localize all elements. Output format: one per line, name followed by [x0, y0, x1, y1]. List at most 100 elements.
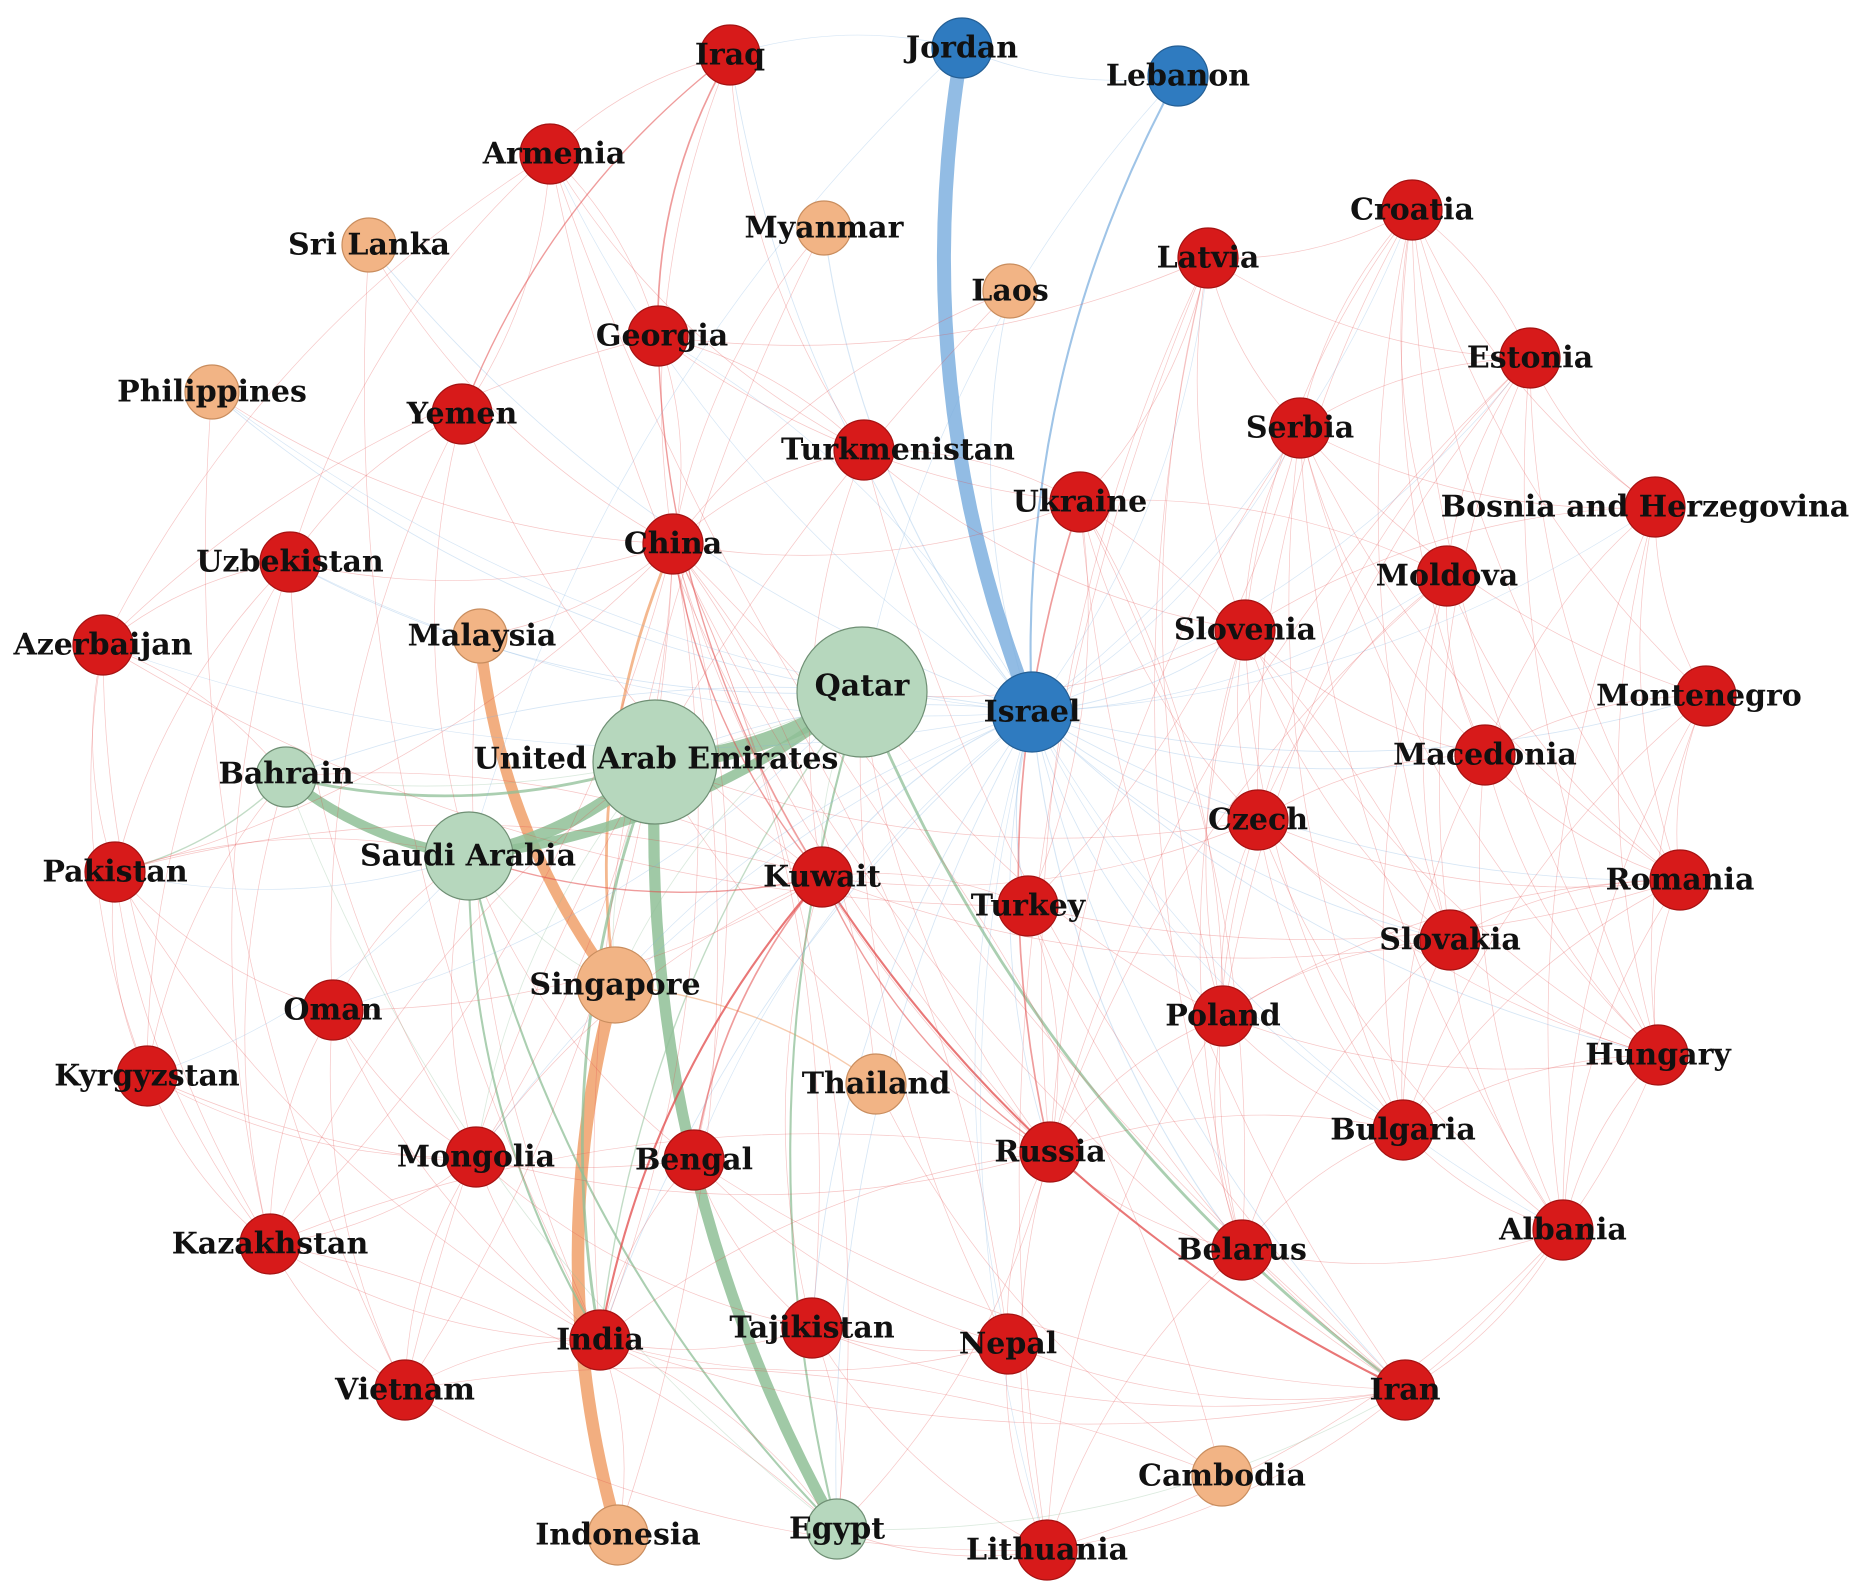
edge-oman-vietnam — [329, 1009, 406, 1391]
edge-estonia-poland — [1222, 357, 1531, 1017]
node-laos[interactable] — [982, 263, 1038, 319]
label-tajikistan: Tajikistan — [729, 1311, 895, 1346]
node-iran[interactable] — [1374, 1359, 1436, 1421]
node-uzbekistan[interactable] — [259, 531, 321, 593]
edge-mongolia-russia — [475, 1151, 1051, 1196]
edge-oman-qatar — [332, 691, 863, 1011]
edge-pakistan-china — [114, 543, 674, 873]
node-india[interactable] — [569, 1309, 631, 1371]
edge-indonesia-china — [617, 543, 718, 1536]
node-china[interactable] — [642, 513, 704, 575]
edge-mongolia-china — [475, 543, 674, 1158]
node-qatar[interactable] — [796, 626, 928, 758]
node-albania[interactable] — [1532, 1199, 1594, 1261]
label-malaysia: Malaysia — [408, 619, 557, 654]
edge-moldova-bulgaria — [1382, 575, 1448, 1131]
edge-slovenia-hungary — [1244, 629, 1659, 1056]
edge-serbia-macedonia — [1299, 427, 1486, 756]
node-nepal[interactable] — [977, 1313, 1039, 1375]
node-armenia[interactable] — [519, 123, 581, 185]
node-azerbaijan[interactable] — [72, 614, 134, 676]
edge-bengal-china — [672, 543, 728, 1161]
edge-slovenia-macedonia — [1244, 629, 1486, 756]
node-sri-lanka[interactable] — [341, 217, 397, 273]
node-latvia[interactable] — [1177, 227, 1239, 289]
node-pakistan[interactable] — [84, 841, 146, 903]
node-turkey[interactable] — [997, 875, 1059, 937]
label-laos: Laos — [971, 274, 1048, 309]
node-bahrain[interactable] — [255, 746, 317, 808]
node-singapore[interactable] — [576, 946, 654, 1024]
label-iran: Iran — [1369, 1373, 1440, 1408]
edge-poland-ukraine — [1079, 501, 1224, 1017]
node-mongolia[interactable] — [445, 1126, 507, 1188]
node-belarus[interactable] — [1211, 1219, 1273, 1281]
node-montenegro[interactable] — [1675, 665, 1737, 727]
node-czech[interactable] — [1227, 789, 1289, 851]
node-bih[interactable] — [1624, 476, 1686, 538]
edge-oman-india — [332, 1009, 601, 1341]
edge-pakistan-saudi — [114, 855, 470, 890]
edge-israel-bulgaria — [1031, 711, 1404, 1131]
edge-israel-hungary — [1031, 711, 1659, 1056]
node-yemen[interactable] — [431, 383, 493, 445]
node-kazakhstan[interactable] — [239, 1213, 301, 1275]
edge-china-ukraine — [672, 501, 1081, 556]
node-turkmenistan[interactable] — [833, 419, 895, 481]
edge-saudi-pakistan — [114, 838, 470, 873]
edge-bengal-iran — [693, 1159, 1406, 1391]
node-kyrgyzstan[interactable] — [116, 1045, 178, 1107]
node-slovakia[interactable] — [1419, 909, 1481, 971]
edge-jordan-israel — [936, 41, 1039, 719]
edge-kyrgyzstan-saudi — [146, 855, 470, 1077]
label-kuwait: Kuwait — [763, 860, 881, 895]
node-croatia[interactable] — [1381, 179, 1443, 241]
node-macedonia[interactable] — [1454, 724, 1516, 786]
edge-kuwait-czech — [821, 819, 1259, 887]
node-thailand[interactable] — [845, 1053, 907, 1115]
edge-slovakia-ukraine — [1079, 501, 1451, 941]
label-bulgaria: Bulgaria — [1330, 1113, 1476, 1148]
edge-moldova-ukraine — [1079, 499, 1448, 577]
node-israel[interactable] — [991, 671, 1073, 753]
edge-china-georgia — [657, 335, 682, 545]
node-indonesia[interactable] — [587, 1504, 649, 1566]
edge-belarus-albania — [1241, 1229, 1564, 1264]
node-myanmar[interactable] — [796, 200, 852, 256]
node-poland[interactable] — [1192, 985, 1254, 1047]
edge-israel-tajikistan — [811, 711, 1033, 1329]
edge-layer — [90, 34, 1707, 1557]
edge-croatia-macedonia — [1401, 209, 1486, 756]
node-philippines[interactable] — [184, 364, 240, 420]
label-bengal: Bengal — [635, 1143, 753, 1178]
node-uae[interactable] — [592, 699, 718, 825]
label-albania: Albania — [1498, 1213, 1627, 1248]
node-tajikistan[interactable] — [781, 1297, 843, 1359]
node-oman[interactable] — [302, 979, 364, 1041]
node-egypt[interactable] — [806, 1498, 868, 1560]
edge-azerbaijan-kazakhstan — [102, 644, 271, 1245]
node-romania[interactable] — [1649, 849, 1711, 911]
node-ukraine[interactable] — [1049, 471, 1111, 533]
label-azerbaijan: Azerbaijan — [12, 628, 192, 663]
node-lithuania[interactable] — [1016, 1519, 1078, 1581]
node-slovenia[interactable] — [1214, 599, 1276, 661]
node-russia[interactable] — [1019, 1121, 1081, 1183]
node-moldova[interactable] — [1416, 545, 1478, 607]
node-kuwait[interactable] — [791, 846, 853, 908]
node-hungary[interactable] — [1627, 1024, 1689, 1086]
node-cambodia[interactable] — [1191, 1445, 1253, 1507]
node-estonia[interactable] — [1499, 327, 1561, 389]
node-saudi[interactable] — [424, 811, 514, 901]
node-bengal[interactable] — [663, 1129, 725, 1191]
node-vietnam[interactable] — [374, 1359, 436, 1421]
node-lebanon[interactable] — [1147, 45, 1209, 107]
node-bulgaria[interactable] — [1372, 1099, 1434, 1161]
node-malaysia[interactable] — [452, 608, 508, 664]
label-poland: Poland — [1165, 999, 1280, 1034]
node-georgia[interactable] — [627, 305, 689, 367]
node-iraq[interactable] — [699, 24, 761, 86]
node-serbia[interactable] — [1269, 397, 1331, 459]
label-sri-lanka: Sri Lanka — [288, 228, 450, 263]
node-jordan[interactable] — [931, 17, 993, 79]
